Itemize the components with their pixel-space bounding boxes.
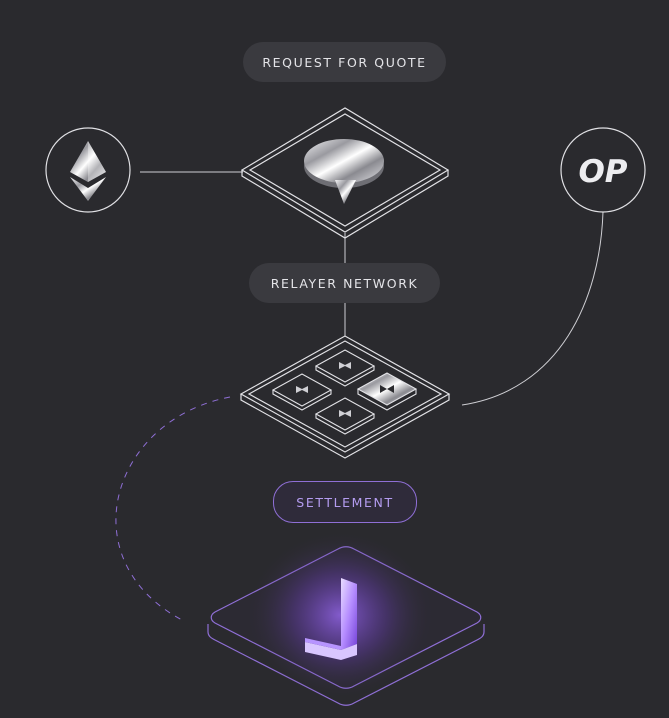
bowtie-icon xyxy=(296,386,308,393)
optimism-node: OP xyxy=(560,127,646,213)
relayer-tile-right-active xyxy=(356,372,418,411)
op-to-relayer-connector xyxy=(461,211,604,406)
bowtie-icon xyxy=(339,410,351,417)
relayer-tile-left xyxy=(271,373,333,411)
relayer-tiles xyxy=(271,349,418,435)
settlement-glow xyxy=(245,530,435,700)
chat-bubble-icon xyxy=(304,139,384,204)
ethereum-icon xyxy=(70,141,106,201)
l-shaped-logo-icon xyxy=(305,578,357,660)
relayer-tile-top xyxy=(314,349,376,387)
settlement-label: SETTLEMENT xyxy=(273,481,417,523)
relayer-tile-bottom xyxy=(314,397,376,435)
ethereum-node xyxy=(45,127,131,213)
relayer-network-label: RELAYER NETWORK xyxy=(249,263,440,303)
settlement-dashed-connector xyxy=(115,396,231,621)
optimism-icon: OP xyxy=(578,154,627,190)
optimism-node-circle xyxy=(560,127,646,213)
bowtie-icon xyxy=(380,385,394,393)
request-for-quote-label: REQUEST FOR QUOTE xyxy=(243,42,446,82)
bowtie-icon xyxy=(339,362,351,369)
relayer-platform xyxy=(239,335,451,459)
